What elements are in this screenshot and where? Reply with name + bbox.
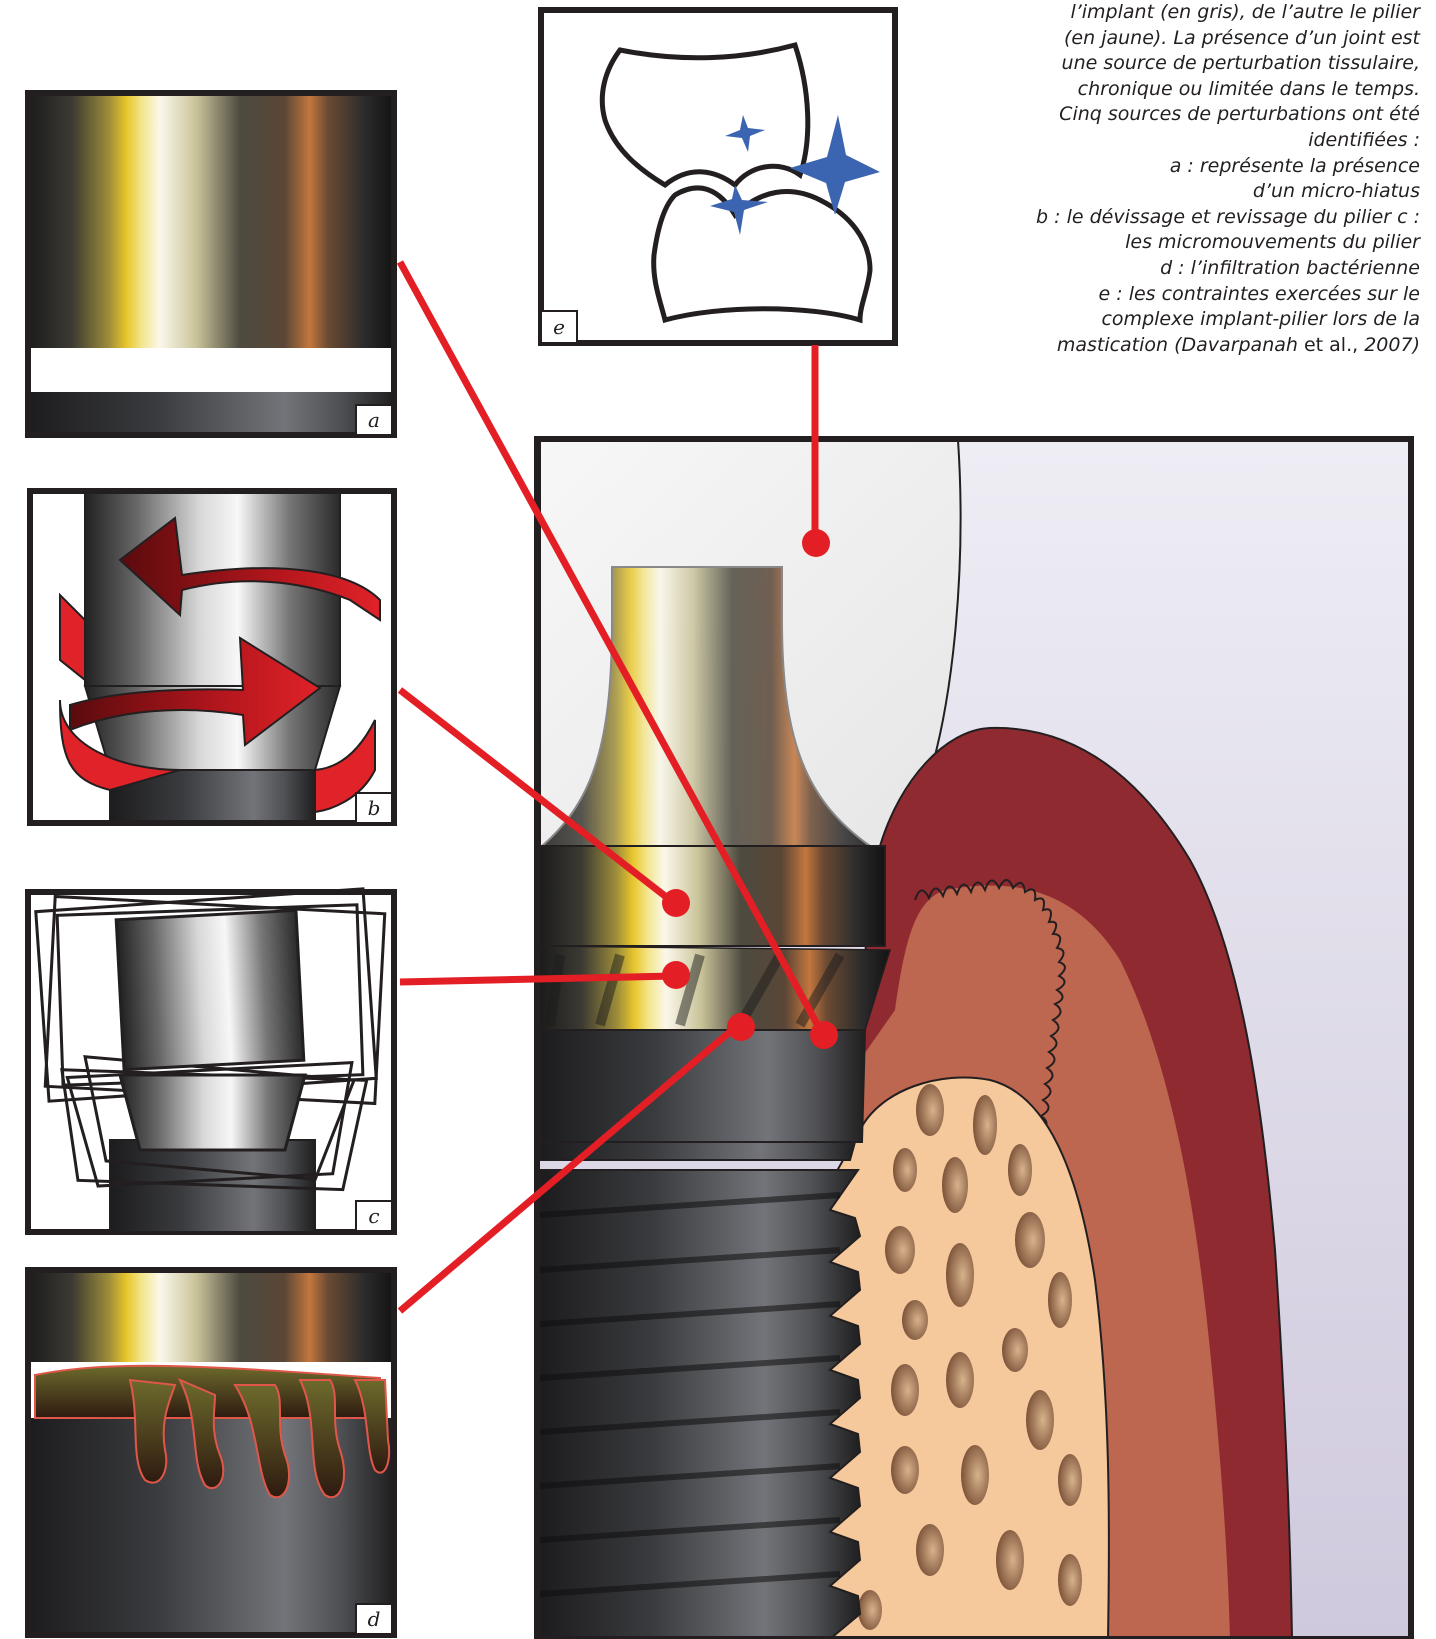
panel-e-label: e	[541, 312, 577, 342]
caption-citation-et-al: et al.,	[1304, 334, 1358, 356]
panel-d-label: d	[356, 1604, 392, 1634]
caption-line: b : le dévissage et revissage du pilier …	[1010, 205, 1420, 231]
abutment-collar	[540, 846, 885, 946]
caption-citation-year: 2007)	[1364, 334, 1420, 356]
figure-caption: l’implant (en gris), de l’autre le pilie…	[1010, 0, 1420, 358]
caption-line: identifiées :	[1010, 128, 1420, 154]
panel-e	[541, 10, 895, 343]
panel-c	[28, 889, 394, 1232]
caption-line: e : les contraintes exercées sur le	[1010, 282, 1420, 308]
panel-d	[28, 1270, 394, 1635]
panel-b-label: b	[356, 793, 392, 823]
caption-last-line: mastication (Davarpanah et al., 2007)	[1010, 333, 1420, 359]
caption-citation-pre: mastication (Davarpanah	[1057, 334, 1298, 356]
lower-tooth	[654, 188, 870, 320]
caption-line: d : l’infiltration bactérienne	[1010, 256, 1420, 282]
implant-collar	[540, 1030, 865, 1142]
panel-a	[28, 93, 394, 435]
caption-line: (en jaune). La présence d’un joint est	[1010, 26, 1420, 52]
implant-threads	[540, 1142, 860, 1639]
caption-line: une source de perturbation tissulaire,	[1010, 51, 1420, 77]
caption-line: Cinq sources de perturbations ont été	[1010, 102, 1420, 128]
caption-line: chronique ou limitée dans le temps.	[1010, 77, 1420, 103]
caption-line: complexe implant-pilier lors de la	[1010, 307, 1420, 333]
panel-a-label: a	[356, 405, 392, 435]
upper-tooth	[602, 45, 808, 185]
caption-line: a : représente la présence	[1010, 154, 1420, 180]
caption-line: l’implant (en gris), de l’autre le pilie…	[1010, 0, 1420, 26]
caption-line: les micromouvements du pilier	[1010, 230, 1420, 256]
caption-line: d’un micro-hiatus	[1010, 179, 1420, 205]
panel-b	[30, 491, 394, 823]
main-cross-section	[537, 439, 1411, 1639]
panel-c-label: c	[356, 1201, 392, 1231]
